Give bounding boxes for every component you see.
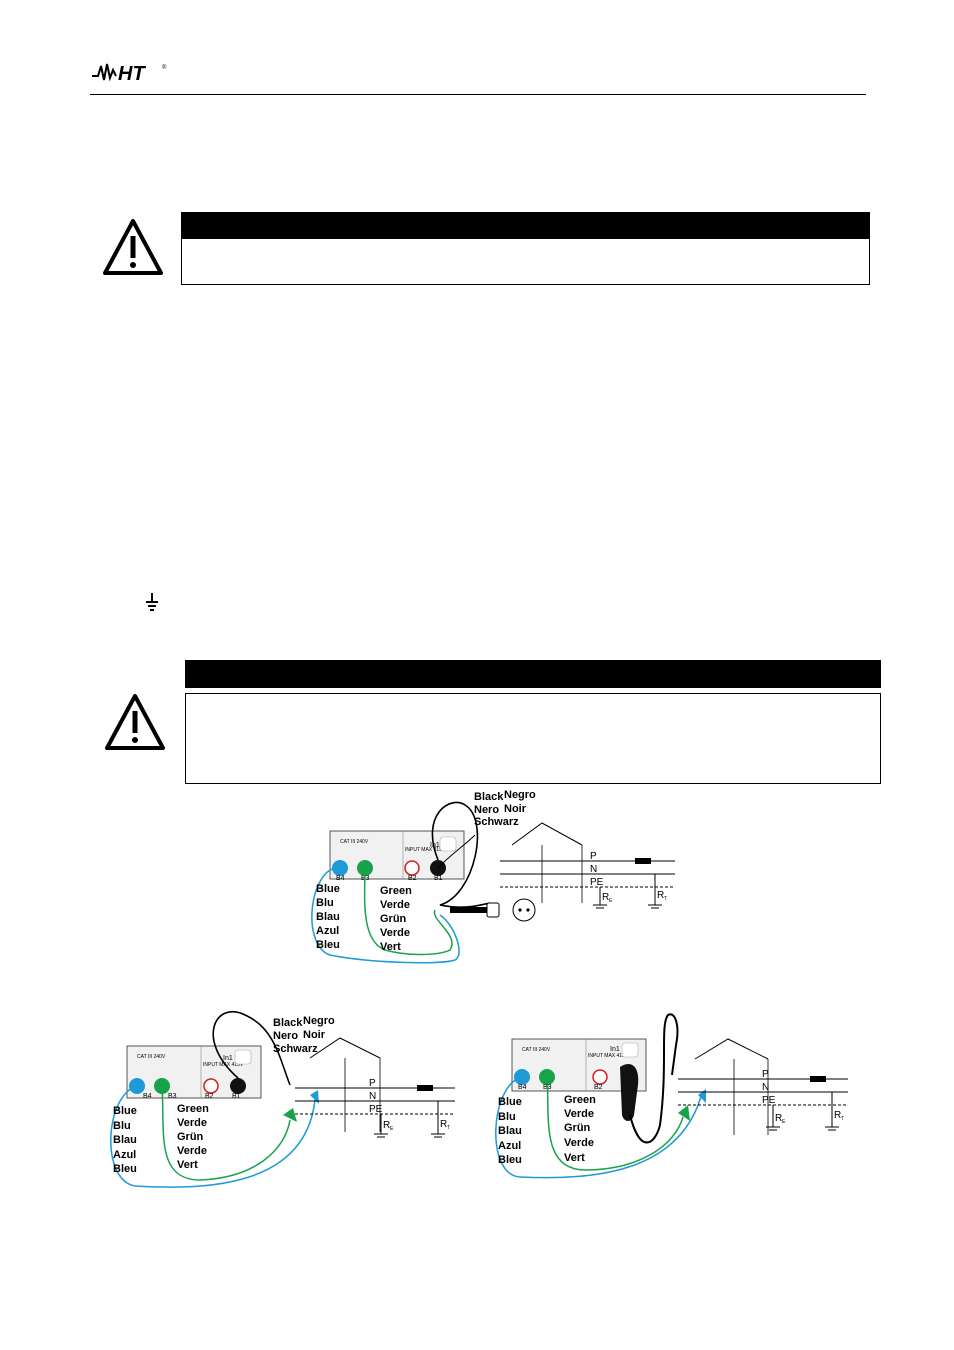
svg-text:B4: B4 xyxy=(143,1093,152,1100)
svg-text:Verde: Verde xyxy=(564,1108,594,1120)
svg-text:Bleu: Bleu xyxy=(498,1154,522,1166)
svg-text:INPUT MAX 415V: INPUT MAX 415V xyxy=(203,1062,244,1068)
svg-text:B2: B2 xyxy=(205,1093,214,1100)
diagram-probe-connection: CAT III 240V INPUT MAX 415V In1 B4 B3 B2… xyxy=(495,1013,848,1179)
svg-text:Grün: Grün xyxy=(380,913,407,925)
svg-text:Blau: Blau xyxy=(113,1134,137,1146)
diagram-plug-connection: CAT III 240V INPUT MAX 415V In1 B4 B3 B2… xyxy=(311,789,675,964)
svg-text:Blue: Blue xyxy=(113,1105,137,1117)
logo-text: HT xyxy=(118,63,146,84)
svg-text:Green: Green xyxy=(564,1094,596,1106)
svg-text:CAT III 240V: CAT III 240V xyxy=(522,1047,551,1053)
svg-text:Black: Black xyxy=(273,1017,303,1029)
svg-text:Verde: Verde xyxy=(380,927,410,939)
warning-title-bar-1 xyxy=(181,212,870,239)
svg-text:E: E xyxy=(390,1126,394,1132)
svg-text:Verde: Verde xyxy=(564,1137,594,1149)
svg-text:Azul: Azul xyxy=(316,925,339,937)
svg-text:INPUT MAX 415V: INPUT MAX 415V xyxy=(588,1053,629,1059)
svg-text:In1: In1 xyxy=(610,1046,620,1053)
warning-box-2 xyxy=(185,693,881,784)
svg-text:Grün: Grün xyxy=(177,1131,204,1143)
svg-text:T: T xyxy=(841,1116,844,1122)
svg-text:Blu: Blu xyxy=(316,897,334,909)
svg-text:B1: B1 xyxy=(232,1093,241,1100)
svg-text:Vert: Vert xyxy=(380,941,401,953)
svg-text:B4: B4 xyxy=(518,1084,527,1091)
svg-text:P: P xyxy=(369,1078,376,1089)
svg-text:Negro: Negro xyxy=(303,1015,335,1027)
svg-text:B3: B3 xyxy=(168,1093,177,1100)
earth-ground-icon xyxy=(146,593,158,611)
svg-text:In1: In1 xyxy=(223,1055,233,1062)
svg-text:B2: B2 xyxy=(408,875,417,882)
diagram-clip-connection: CAT III 240V INPUT MAX 415V In1 B4 B3 B2… xyxy=(110,1011,455,1188)
svg-text:Blau: Blau xyxy=(498,1125,522,1137)
svg-text:Green: Green xyxy=(177,1103,209,1115)
svg-text:Vert: Vert xyxy=(177,1159,198,1171)
svg-text:Vert: Vert xyxy=(564,1152,585,1164)
svg-text:B1: B1 xyxy=(434,875,443,882)
svg-text:B2: B2 xyxy=(594,1084,603,1091)
svg-text:R: R xyxy=(383,1120,390,1131)
svg-text:N: N xyxy=(369,1091,376,1102)
svg-text:E: E xyxy=(609,898,613,904)
svg-text:Blau: Blau xyxy=(316,911,340,923)
svg-text:Schwarz: Schwarz xyxy=(474,816,519,828)
terminal-b1-black xyxy=(230,1078,246,1094)
svg-text:Negro: Negro xyxy=(504,789,536,801)
svg-text:PE: PE xyxy=(369,1104,383,1115)
svg-text:B4: B4 xyxy=(336,875,345,882)
warning-triangle-icon xyxy=(103,219,163,275)
terminal-b2-red xyxy=(404,860,420,876)
svg-text:N: N xyxy=(762,1082,769,1093)
svg-text:Verde: Verde xyxy=(380,899,410,911)
svg-text:Schwarz: Schwarz xyxy=(273,1043,318,1055)
svg-text:E: E xyxy=(782,1119,786,1125)
svg-text:Green: Green xyxy=(380,885,412,897)
svg-text:P: P xyxy=(590,851,597,862)
svg-text:R: R xyxy=(834,1110,841,1121)
svg-text:Black: Black xyxy=(474,791,504,803)
svg-text:Blu: Blu xyxy=(113,1120,131,1132)
svg-text:T: T xyxy=(447,1125,450,1131)
svg-text:PE: PE xyxy=(762,1095,776,1106)
svg-text:R: R xyxy=(775,1113,782,1124)
warning-box-1 xyxy=(181,239,870,285)
svg-text:®: ® xyxy=(162,64,167,71)
svg-text:Verde: Verde xyxy=(177,1145,207,1157)
svg-text:Noir: Noir xyxy=(504,803,527,815)
svg-text:In1: In1 xyxy=(430,842,440,849)
svg-text:N: N xyxy=(590,864,597,875)
svg-text:CAT III 240V: CAT III 240V xyxy=(137,1054,166,1060)
svg-text:Nero: Nero xyxy=(474,804,499,816)
svg-text:Nero: Nero xyxy=(273,1030,298,1042)
terminal-b2-red xyxy=(203,1078,219,1094)
svg-text:CAT III 240V: CAT III 240V xyxy=(340,839,369,845)
svg-text:Blue: Blue xyxy=(316,883,340,895)
svg-text:Bleu: Bleu xyxy=(113,1163,137,1175)
svg-text:T: T xyxy=(664,896,667,902)
svg-text:Verde: Verde xyxy=(177,1117,207,1129)
svg-text:R: R xyxy=(440,1119,447,1130)
warning-title-bar-2 xyxy=(185,660,881,688)
svg-text:INPUT MAX 415V: INPUT MAX 415V xyxy=(405,847,446,853)
warning-triangle-icon xyxy=(105,694,165,750)
svg-text:Noir: Noir xyxy=(303,1029,326,1041)
terminal-b4-blue xyxy=(514,1069,530,1085)
svg-text:PE: PE xyxy=(590,877,604,888)
header-divider xyxy=(90,94,866,95)
svg-text:Bleu: Bleu xyxy=(316,939,340,951)
svg-text:R: R xyxy=(657,890,664,901)
svg-text:Grün: Grün xyxy=(564,1122,591,1134)
ht-logo: HT ® xyxy=(92,63,167,84)
svg-text:Blu: Blu xyxy=(498,1111,516,1123)
svg-text:Blue: Blue xyxy=(498,1096,522,1108)
svg-text:Azul: Azul xyxy=(498,1140,521,1152)
terminal-b2-red xyxy=(592,1069,608,1085)
svg-text:Azul: Azul xyxy=(113,1149,136,1161)
svg-text:P: P xyxy=(762,1069,769,1080)
svg-text:R: R xyxy=(602,892,609,903)
